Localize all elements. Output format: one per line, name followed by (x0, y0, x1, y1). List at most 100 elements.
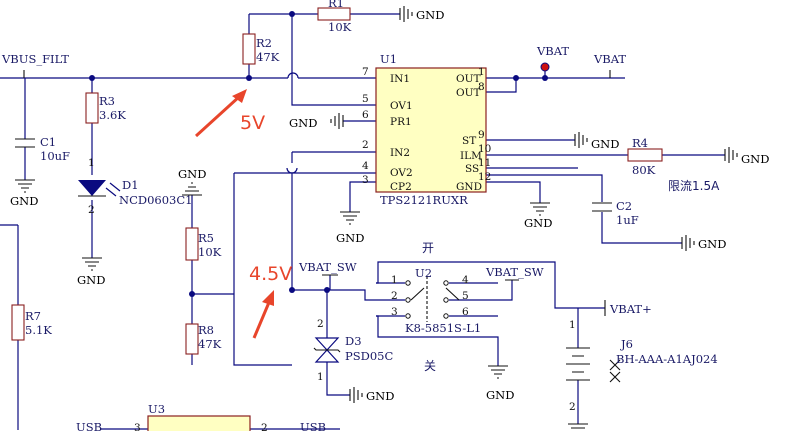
junctions (89, 11, 548, 297)
pin-number: 1 (88, 157, 95, 169)
wire-ov2 (233, 172, 376, 366)
net-flag-vbat (604, 70, 611, 316)
gnd-icon (399, 6, 413, 22)
u1-pin-in1: IN1 (390, 73, 410, 85)
pin-number: 2 (362, 139, 369, 151)
junction-dot (542, 75, 548, 81)
u1-pin-out2: OUT (456, 87, 480, 99)
pin-number: 2 (88, 204, 95, 216)
resistor-r1 (317, 7, 351, 21)
annotation-5v: 5V (240, 112, 265, 134)
wire-r7 (0, 224, 19, 430)
net-flags (23, 62, 611, 316)
battery-j6 (566, 347, 621, 383)
pin-number: 5 (362, 93, 369, 105)
ic-u1-body (375, 67, 487, 193)
wire-crossover (287, 72, 299, 79)
pin-number: 4 (462, 274, 469, 286)
arrow-5v-head-icon (232, 89, 247, 103)
pin-number: 1 (569, 319, 576, 331)
ref-c1: C1 (40, 135, 56, 149)
junction-dot (324, 287, 330, 293)
wire-cp2 (349, 181, 376, 212)
capacitor-c1 (15, 138, 35, 148)
gnd-label: GND (524, 216, 552, 230)
value-r8: 47K (198, 337, 222, 351)
diodes (78, 180, 341, 363)
gnd-icon (82, 257, 102, 271)
ref-r8: R8 (198, 323, 214, 337)
net-label-usb: USB (76, 420, 102, 431)
pin-number: 3 (362, 174, 369, 186)
net-label-vbat-sw: VBAT_SW (298, 260, 357, 274)
ref-j6: J6 (620, 337, 633, 351)
pin-number: 1 (391, 274, 398, 286)
net-label-vbat-top: VBAT (536, 44, 569, 58)
u1-pin-ov1: OV1 (390, 100, 413, 112)
resistor-r2 (242, 33, 256, 65)
battery-plates (566, 347, 590, 381)
gnd-icon (568, 423, 588, 429)
switch-u2 (376, 276, 476, 322)
ref-c2: C2 (616, 199, 632, 213)
u1-pin-ilm: ILM (460, 150, 482, 162)
pin-number: 6 (462, 306, 469, 318)
resistor-r3 (85, 92, 99, 124)
junction-dot (89, 75, 95, 81)
pin-number: 7 (362, 66, 369, 78)
gnd-icon (488, 365, 508, 379)
pin-number: 2 (317, 318, 324, 330)
net-label-vbat: VBAT (593, 52, 626, 66)
ref-d3: D3 (345, 334, 362, 348)
switch-contact (443, 280, 449, 286)
annotation-current-limit: 限流1.5A (668, 179, 720, 193)
gnd-icon (574, 132, 588, 148)
pin-number: 5 (462, 290, 469, 302)
resistor-r7 (11, 304, 25, 341)
u1-pin-pr1: PR1 (390, 116, 412, 128)
ic-u3-body (147, 415, 251, 431)
gnd-label: GND (366, 389, 394, 403)
resistor-r8 (185, 323, 199, 355)
text-labels: VBUS_FILT VBAT VBAT VBAT_SW VBAT_SW VBAT… (1, 0, 769, 431)
gnd-label: GND (10, 194, 38, 208)
wire-vbat-sw-node (292, 289, 376, 301)
value-d1: NCD0603C1 (119, 193, 192, 207)
junction-dot (246, 75, 252, 81)
wire-out (486, 70, 625, 93)
annotation-switch-close: 关 (424, 359, 436, 373)
pin-number: 2 (569, 401, 576, 413)
gnd-label: GND (289, 116, 317, 130)
value-r4: 80K (632, 163, 656, 177)
led-d1-rays (105, 182, 121, 197)
switch-contact (405, 313, 411, 319)
ref-r7: R7 (25, 309, 41, 323)
wires (0, 13, 725, 430)
net-flag-vbat-sw (322, 274, 519, 281)
gnd-icon (340, 211, 360, 225)
gnd-label: GND (698, 237, 726, 251)
pin-number: 2 (391, 290, 398, 302)
switch-contact (443, 313, 449, 319)
wire-ss-gnd (486, 167, 578, 203)
vbat-probe-icon (540, 62, 550, 72)
pin-number: 3 (134, 422, 141, 431)
capacitors (15, 138, 612, 212)
value-r3: 3.6K (99, 108, 126, 122)
junction-dot (289, 287, 295, 293)
gnd-label: GND (178, 167, 206, 181)
gnd-icon (15, 179, 35, 193)
capacitor-c2 (592, 202, 612, 212)
gnd-label: GND (741, 152, 769, 166)
value-r7: 5.1K (25, 323, 52, 337)
ref-d1: D1 (122, 178, 139, 192)
switch-contact (405, 280, 411, 286)
value-c2: 1uF (616, 213, 639, 227)
gnd-label: GND (77, 273, 105, 287)
pin-number: 10 (478, 143, 491, 155)
no-connect-marks (609, 359, 621, 383)
switch-leads (376, 282, 476, 317)
junction-dot (189, 291, 195, 297)
wire-ov1 (291, 14, 376, 106)
